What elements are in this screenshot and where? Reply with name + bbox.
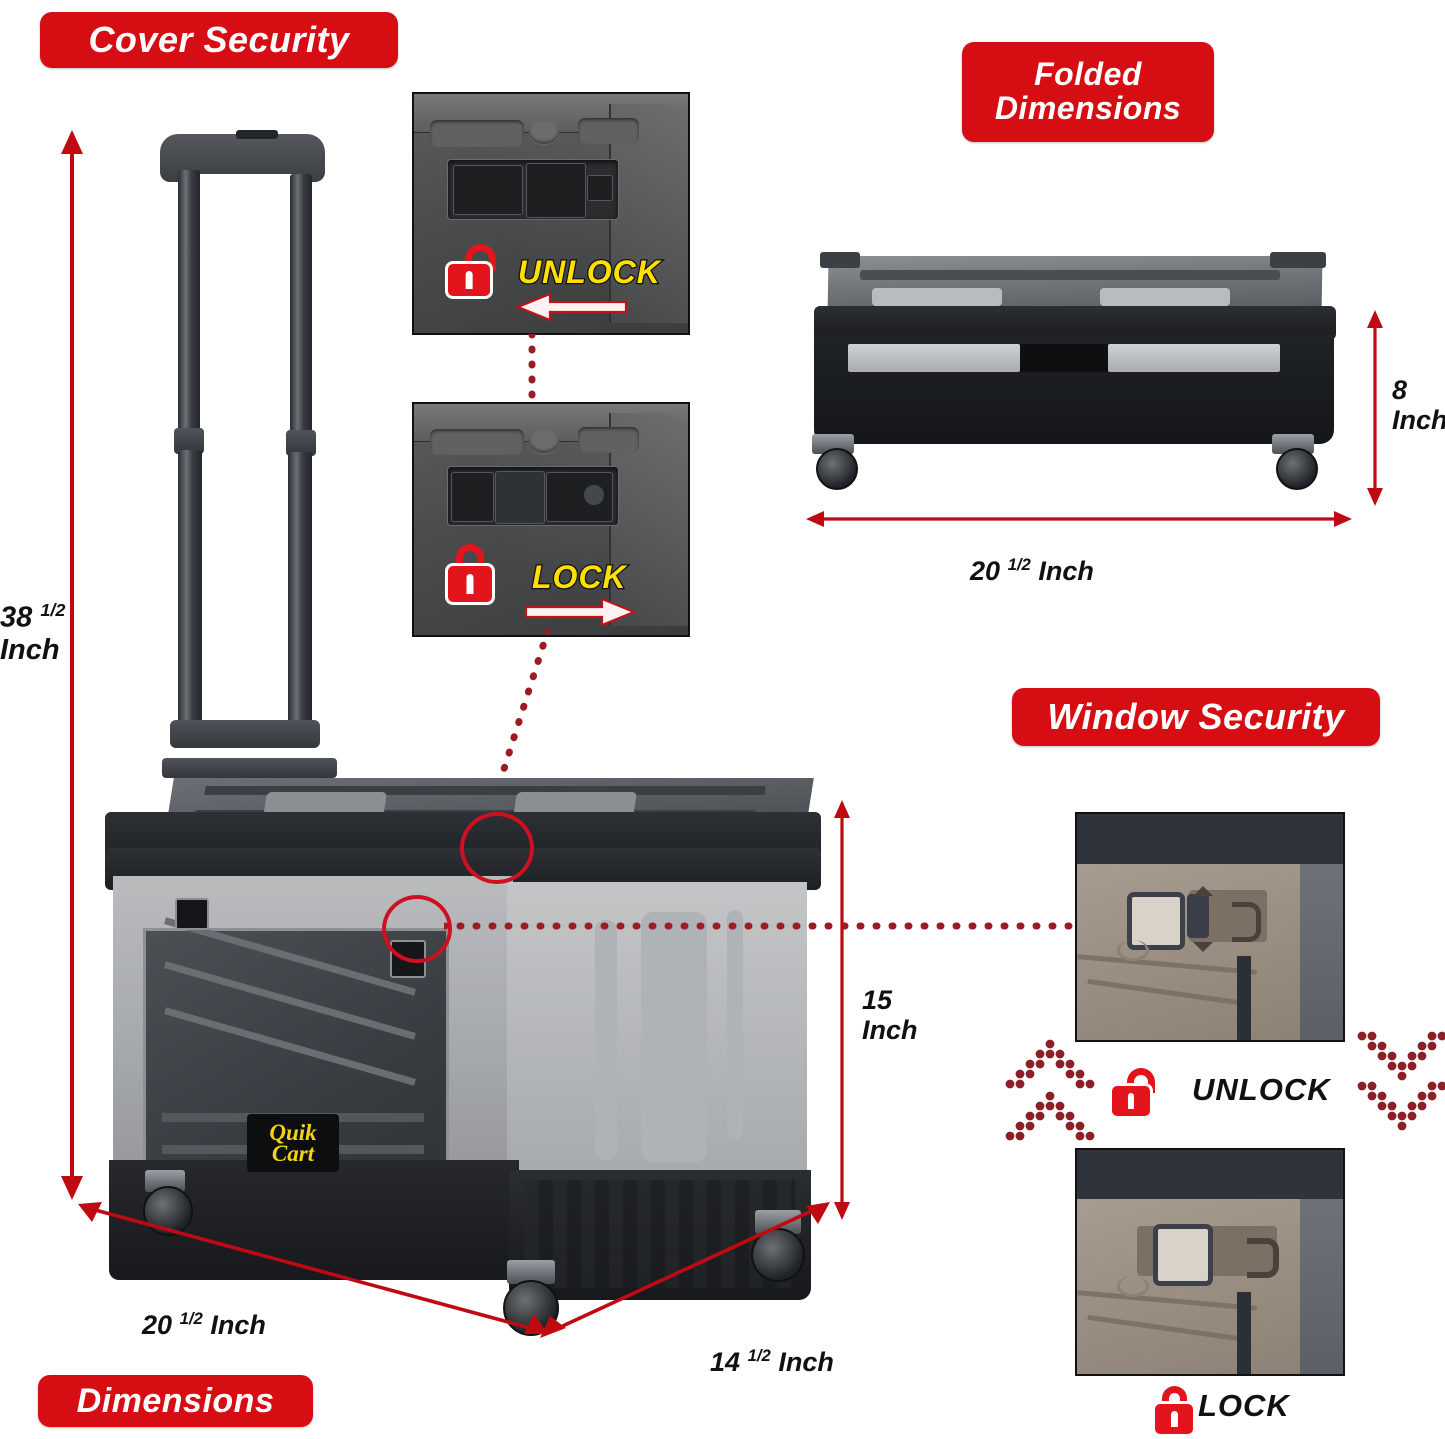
window-unlock-detail-panel bbox=[1075, 812, 1345, 1042]
cover-lock-detail-panel: LOCK bbox=[412, 402, 690, 637]
panel-slot-left bbox=[430, 429, 524, 455]
width-dimension-arrow bbox=[78, 1202, 548, 1334]
padlock-keyhole bbox=[1171, 1410, 1178, 1428]
depth-dimension-arrow bbox=[540, 1202, 830, 1338]
cover-lock-label: LOCK bbox=[531, 558, 627, 597]
cart-caster-front-left bbox=[135, 1170, 199, 1248]
folded-height-dimension-arrow bbox=[1367, 310, 1383, 506]
width-dimension-label: 20 1/2 Inch bbox=[142, 1309, 266, 1340]
padlock-shackle bbox=[455, 544, 485, 575]
banner-window-security: Window Security bbox=[1012, 688, 1380, 746]
cart-caster-rear-right bbox=[745, 1210, 815, 1296]
window-latch-button bbox=[1153, 1224, 1213, 1286]
connector-unlock-to-lock bbox=[528, 334, 536, 404]
chevron-up-dotted-left bbox=[1005, 1039, 1095, 1141]
open-padlock-icon bbox=[448, 244, 496, 296]
cover-unlock-detail-panel: UNLOCK bbox=[412, 92, 690, 335]
window-glass-surface bbox=[1077, 863, 1301, 1040]
banner-window-security-label: Window Security bbox=[1047, 695, 1345, 737]
body-height-dimension-label: 15 Inch bbox=[862, 985, 918, 1046]
latch-tab-catch bbox=[587, 175, 613, 201]
closed-padlock-icon bbox=[448, 544, 492, 602]
padlock-keyhole bbox=[1127, 1092, 1135, 1110]
handle-base-plate bbox=[162, 758, 337, 778]
quik-cart-logo-badge: Quik Cart bbox=[247, 1114, 339, 1172]
handle-lower-left bbox=[178, 450, 202, 730]
panel-dimple bbox=[529, 429, 560, 453]
panel-slot-right bbox=[578, 427, 639, 453]
window-unlock-label: UNLOCK bbox=[1192, 1072, 1331, 1107]
body-height-dimension-arrow bbox=[834, 800, 850, 1220]
cover-lock-arrow-right bbox=[524, 597, 637, 627]
folded-caster-front-right bbox=[1266, 434, 1324, 496]
banner-dimensions: Dimensions bbox=[38, 1375, 313, 1427]
handle-collar-left bbox=[174, 428, 204, 454]
height-dimension-arrow bbox=[61, 130, 83, 1200]
folded-width-dimension-arrow bbox=[806, 511, 1352, 527]
panel-slot-right bbox=[578, 117, 639, 145]
cover-unlock-arrow-left bbox=[515, 292, 628, 322]
cart-lid-latch-callout-circle bbox=[460, 812, 534, 884]
cover-latch-recess bbox=[446, 466, 619, 527]
folded-cart-image bbox=[800, 248, 1350, 518]
banner-folded-dimensions-line2: Dimensions bbox=[994, 90, 1182, 126]
latch-tab-slider bbox=[495, 470, 545, 524]
window-lock-label: LOCK bbox=[1198, 1388, 1290, 1423]
banner-folded-dimensions: Folded Dimensions bbox=[962, 42, 1214, 142]
padlock-keyhole bbox=[465, 271, 473, 289]
folded-caster-front-left bbox=[806, 434, 864, 496]
handle-base-bracket bbox=[170, 720, 320, 748]
logo-line-2: Cart bbox=[271, 1141, 315, 1166]
cover-unlock-label: UNLOCK bbox=[517, 253, 661, 292]
padlock-shackle bbox=[1127, 1068, 1156, 1093]
latch-tab-left bbox=[452, 165, 523, 216]
padlock-keyhole bbox=[466, 574, 474, 594]
window-frame-right bbox=[1300, 863, 1343, 1040]
banner-cover-security-label: Cover Security bbox=[88, 18, 350, 60]
height-dimension-label: 38 1/2 Inch bbox=[0, 600, 66, 667]
trolley-handle bbox=[150, 130, 340, 810]
folded-height-dimension-label: 8 Inch bbox=[1392, 375, 1445, 436]
latch-tab-slider bbox=[526, 163, 586, 218]
window-top-band bbox=[1077, 1150, 1343, 1200]
depth-dimension-label: 14 1/2 Inch bbox=[710, 1346, 834, 1377]
window-frame-right bbox=[1300, 1199, 1343, 1374]
folded-collapsed-panel-right bbox=[1108, 344, 1280, 372]
padlock-shackle bbox=[1162, 1386, 1187, 1411]
banner-dimensions-label: Dimensions bbox=[76, 1381, 275, 1420]
logo-line-1: Quik bbox=[269, 1119, 317, 1145]
padlock-shackle bbox=[464, 244, 496, 272]
cart-window-latch-callout-circle bbox=[382, 895, 452, 963]
window-lock-detail-panel bbox=[1075, 1148, 1345, 1376]
connector-lock-to-cart-lid bbox=[482, 630, 552, 830]
connector-window-latch-to-panel bbox=[444, 922, 1084, 930]
banner-cover-security: Cover Security bbox=[40, 12, 398, 68]
window-closed-padlock-icon bbox=[1155, 1386, 1194, 1434]
window-open-padlock-icon bbox=[1112, 1068, 1156, 1116]
cover-latch-recess bbox=[446, 158, 619, 221]
banner-folded-dimensions-line1: Folded bbox=[1034, 56, 1142, 93]
folded-width-dimension-label: 20 1/2 Inch bbox=[970, 555, 1094, 586]
panel-slot-left bbox=[430, 120, 524, 147]
chevron-down-dotted-right bbox=[1357, 1031, 1445, 1131]
window-latch-knob bbox=[1187, 894, 1209, 938]
folded-collapsed-panel-left bbox=[848, 344, 1020, 372]
handle-collar-right bbox=[286, 430, 316, 456]
window-top-band bbox=[1077, 814, 1343, 864]
panel-dimple bbox=[529, 120, 560, 145]
latch-tab-left bbox=[451, 471, 495, 523]
handle-lower-right bbox=[288, 452, 312, 730]
